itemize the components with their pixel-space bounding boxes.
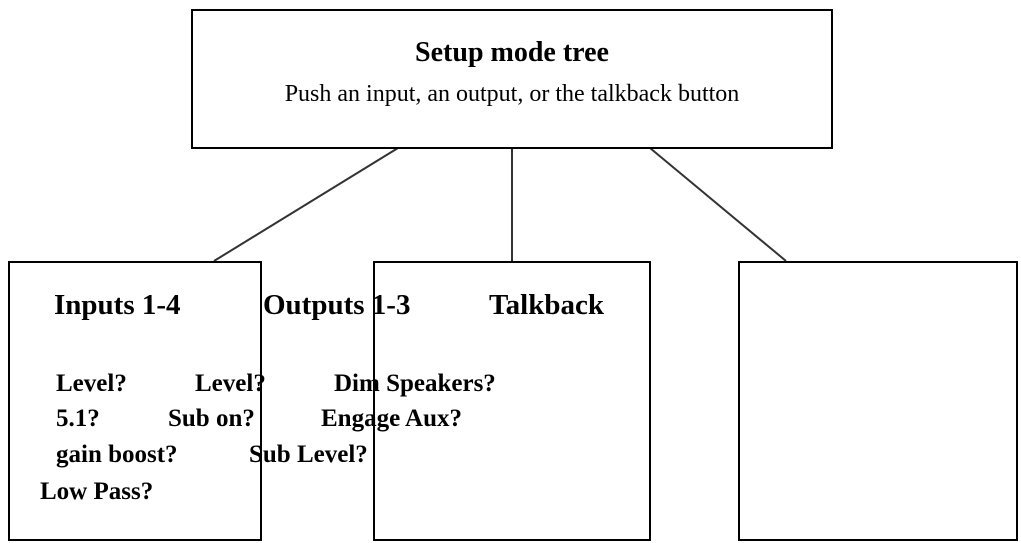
inputs-item-low-pass: Low Pass? (40, 478, 154, 505)
root-subtitle: Push an input, an output, or the talkbac… (284, 81, 740, 107)
talkback-item-engage-aux: Engage Aux? (321, 405, 463, 432)
connector-left (213, 147, 399, 262)
branch-heading-inputs: Inputs 1-4 (54, 289, 181, 321)
root-node: Setup mode tree Push an input, an output… (191, 9, 833, 149)
inputs-item-gain-boost: gain boost? (56, 441, 178, 468)
branch-box-right (738, 261, 1018, 541)
branch-box-left (8, 261, 262, 541)
outputs-item-level: Level? (195, 370, 266, 397)
inputs-item-level: Level? (56, 370, 127, 397)
talkback-item-dim-speakers: Dim Speakers? (334, 370, 496, 397)
branch-heading-talkback: Talkback (489, 289, 604, 321)
root-title: Setup mode tree (415, 37, 609, 68)
outputs-item-sub-on: Sub on? (168, 405, 255, 432)
branch-heading-outputs: Outputs 1-3 (263, 289, 411, 321)
inputs-item-5-1: 5.1? (56, 405, 100, 432)
outputs-item-sub-level: Sub Level? (249, 441, 368, 468)
connector-right (649, 147, 787, 262)
branch-box-middle (373, 261, 651, 541)
